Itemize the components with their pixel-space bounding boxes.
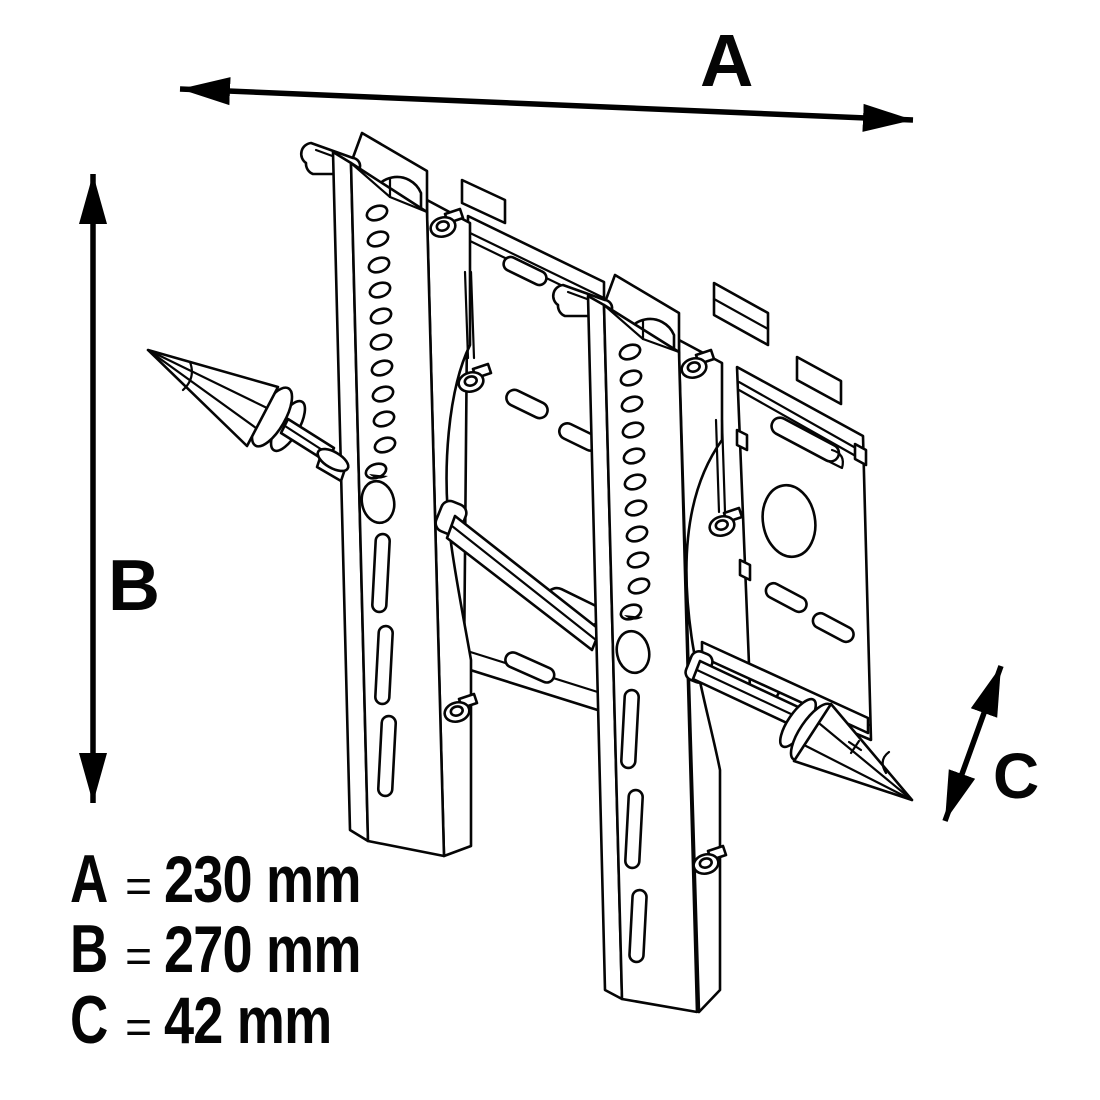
- bolt: [706, 506, 744, 540]
- wall-plate-end-fold: [853, 442, 868, 467]
- mounting-hole: [622, 447, 646, 465]
- mounting-hole: [626, 551, 650, 569]
- phillips-screw-right-assembly: [684, 640, 914, 802]
- mounting-hole: [367, 256, 391, 274]
- rail-large-hole: [615, 629, 651, 675]
- rail-hole-column: [618, 343, 651, 621]
- rail-slot: [376, 714, 398, 798]
- wall-plate-left-top-tab: [460, 178, 507, 225]
- rail-slot: [374, 624, 394, 706]
- wall-plate-large-hole: [761, 483, 817, 559]
- dimension-c-row: C=42 mm: [70, 986, 368, 1054]
- mounting-hole: [620, 395, 644, 413]
- phillips-cross-mark: [847, 739, 863, 755]
- equals-sign: =: [125, 860, 152, 912]
- dimension-b-letter: B: [70, 911, 109, 987]
- mounting-hole: [369, 333, 393, 351]
- rail-slot: [371, 532, 391, 614]
- equals-sign: =: [125, 930, 152, 982]
- mounting-hole: [627, 577, 651, 595]
- dim-arrow-c: [942, 665, 1004, 822]
- mounting-hole: [623, 473, 647, 491]
- phillips-screw-left: [146, 348, 350, 483]
- dim-letter-a: A: [700, 19, 753, 102]
- slot-hook: [828, 448, 844, 470]
- wall-plate-right-top-tab: [795, 355, 843, 406]
- rail-slot: [620, 688, 640, 770]
- rail-face: [349, 161, 446, 858]
- mounting-hole: [621, 421, 645, 439]
- mounting-hole: [625, 525, 649, 543]
- dimension-b-value: 270 mm: [163, 912, 361, 986]
- wall-plate-slot: [505, 388, 549, 420]
- mounting-hole: [368, 281, 392, 299]
- dimension-a-row: A=230 mm: [70, 845, 404, 913]
- mounting-hole: [372, 410, 396, 428]
- mounting-hole: [366, 230, 390, 248]
- equals-sign: =: [125, 1001, 152, 1053]
- rail-large-hole: [360, 479, 396, 525]
- vertical-rail-left: [299, 131, 493, 858]
- mounting-hole: [619, 369, 643, 387]
- dim-arrow-a: [179, 77, 914, 132]
- mounting-hole: [370, 359, 394, 377]
- wall-plate-slot: [811, 611, 855, 644]
- mounting-hole: [371, 385, 395, 403]
- wall-plate-slot: [770, 416, 841, 463]
- dim-letter-b: B: [108, 546, 160, 626]
- mounting-hole: [624, 499, 648, 517]
- dimension-b-row: B=270 mm: [70, 915, 404, 983]
- rail-slot: [624, 788, 644, 870]
- vertical-rail-right: [551, 273, 770, 1014]
- wall-plate-slot: [504, 651, 556, 684]
- mounting-hole: [369, 307, 393, 325]
- dimension-a-value: 230 mm: [163, 842, 361, 916]
- mounting-hole: [618, 343, 642, 361]
- dimension-c-value: 42 mm: [163, 983, 332, 1057]
- rail-slot: [628, 888, 648, 964]
- dimension-c-letter: C: [70, 982, 109, 1058]
- rail-hole-column: [364, 204, 397, 480]
- wall-plate-slot: [764, 581, 808, 614]
- cross-bar: [434, 499, 602, 652]
- dimension-a-letter: A: [70, 841, 109, 917]
- dimension-arrows: [79, 77, 1004, 822]
- mounting-hole: [365, 204, 389, 222]
- mounting-hole: [373, 436, 397, 454]
- wall-plate-right: [735, 355, 873, 742]
- dim-letter-c: C: [993, 740, 1039, 812]
- rail-strap: [677, 338, 724, 1014]
- wall-plate-slot: [502, 255, 548, 287]
